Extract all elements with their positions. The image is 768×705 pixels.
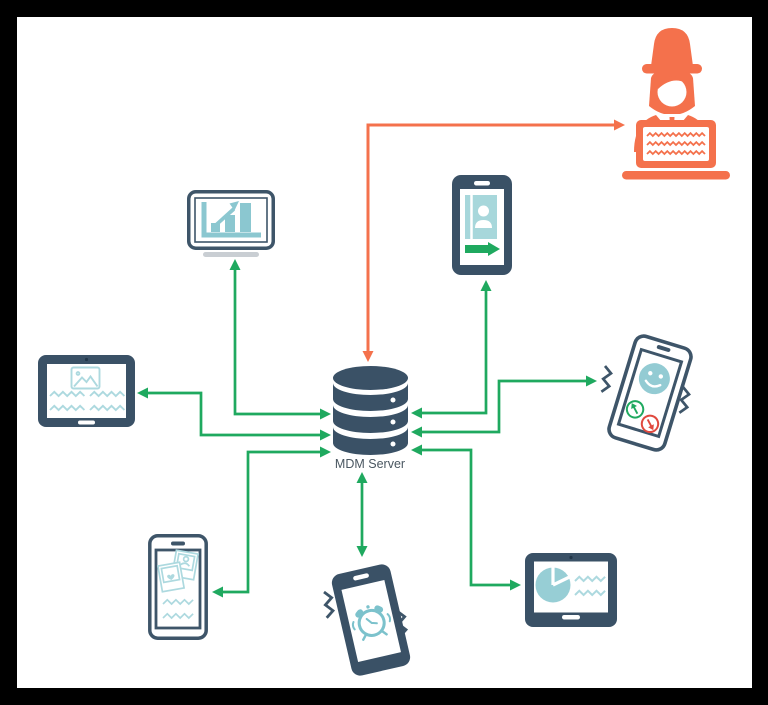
tablet-camera [569, 555, 573, 560]
connection-call-phone-server [411, 375, 597, 438]
photo-glyph [49, 366, 126, 411]
tablet-home-button [562, 615, 580, 620]
hacker-fringe [657, 76, 686, 89]
alarm-clock-glyph [351, 605, 392, 641]
connection-monitor-server [229, 259, 331, 420]
connection-photos-phone-server [212, 446, 331, 598]
monitor-stand [203, 252, 259, 257]
connection-alarm-phone-server [356, 472, 368, 557]
bar-chart-glyph [201, 201, 261, 238]
phone-speaker [353, 573, 369, 581]
phone-speaker [171, 541, 185, 546]
contacts-transfer-phone-icon [452, 175, 512, 275]
connections-green [137, 259, 597, 598]
vibrating-alarm-phone-icon [322, 564, 411, 676]
hacker-face [657, 77, 687, 107]
connection-pie-tablet-server [411, 444, 521, 591]
hacker-laptop-icon [622, 28, 730, 180]
photo-gallery-tablet-icon [38, 355, 135, 427]
export-arrow-glyph [465, 242, 500, 256]
decline-call-button [640, 414, 660, 434]
polaroid-photos-glyph [156, 549, 200, 619]
tablet-home-button [78, 420, 95, 425]
hacker-hat-crown [651, 28, 693, 66]
bar-chart-monitor-icon [187, 190, 275, 257]
phone-speaker [656, 345, 671, 352]
hacker-laptop-base [622, 171, 730, 180]
hacker-hat-brim [642, 64, 702, 74]
accept-call-button [625, 400, 645, 419]
connection-contacts-phone-server [411, 280, 492, 419]
tablet-camera [84, 357, 89, 362]
ringing-call-phone-icon [600, 334, 693, 452]
connection-photo-tablet-server [137, 387, 331, 441]
pie-chart-glyph [535, 566, 571, 603]
connection-hacker-server [362, 119, 625, 362]
phone-speaker [474, 181, 490, 186]
smiley-face-glyph [638, 363, 670, 395]
mdm-server-database-icon [333, 366, 408, 455]
pie-chart-tablet-icon [525, 553, 617, 627]
photo-gallery-phone-icon [148, 534, 208, 640]
contact-book-glyph [465, 195, 497, 239]
mdm-server-label: MDM Server [335, 457, 405, 471]
